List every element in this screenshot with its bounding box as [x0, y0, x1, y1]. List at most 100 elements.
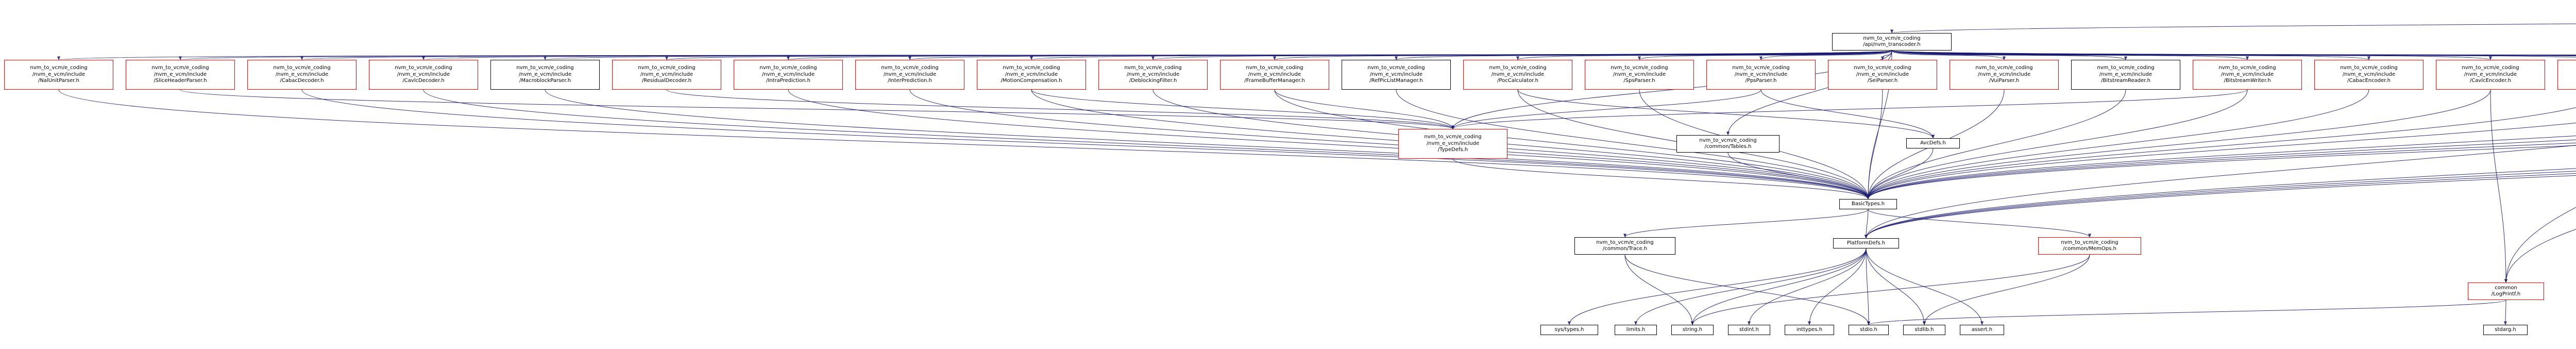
graph-node-main[interactable]: nvm_to_vcm/e_coding/api/nvm_transcoder.h — [1832, 33, 1952, 51]
node-label-line: /nvm_e_vcm/include — [2464, 71, 2517, 77]
graph-node-r09[interactable]: nvm_to_vcm/e_coding/nvm_e_vcm/include/Mo… — [977, 60, 1086, 90]
graph-node-r19[interactable]: nvm_to_vcm/e_coding/nvm_e_vcm/include/Bi… — [2193, 60, 2302, 90]
graph-node-b_stdlib[interactable]: stdlib.h — [1903, 325, 1945, 335]
include-edge — [1396, 89, 1870, 200]
graph-node-r05[interactable]: nvm_to_vcm/e_coding/nvm_e_vcm/include/Ma… — [490, 60, 600, 90]
graph-node-r18[interactable]: nvm_to_vcm/e_coding/nvm_e_vcm/include/Bi… — [2071, 60, 2180, 90]
node-label-line: /FrameBufferManager.h — [1244, 78, 1305, 84]
node-label-line: /nvm_e_vcm/include — [1856, 71, 1909, 77]
graph-node-typedefs[interactable]: nvm_to_vcm/e_coding/nvm_e_vcm/include/Ty… — [1398, 129, 1507, 159]
include-edge — [1867, 148, 1934, 200]
graph-node-r02[interactable]: nvm_to_vcm/e_coding/nvm_e_vcm/include/Sl… — [126, 60, 235, 90]
graph-node-r20[interactable]: nvm_to_vcm/e_coding/nvm_e_vcm/include/Ca… — [2314, 60, 2424, 90]
node-label-line: nvm_to_vcm/e_coding — [1489, 65, 1547, 71]
include-edge — [1452, 158, 1870, 200]
node-label-line: nvm_to_vcm/e_coding — [151, 65, 209, 71]
graph-node-b_limits[interactable]: limits.h — [1615, 325, 1657, 335]
include-edge — [1867, 139, 2576, 200]
node-label-line: nvm_to_vcm/e_coding — [1246, 65, 1303, 71]
include-edge — [1274, 89, 1454, 129]
include-edge — [1866, 248, 1926, 325]
graph-node-r17[interactable]: nvm_to_vcm/e_coding/nvm_e_vcm/include/Vu… — [1950, 60, 2059, 90]
node-label-line: nvm_to_vcm/e_coding — [1596, 239, 1654, 245]
node-label-line: nvm_to_vcm/e_coding — [516, 65, 574, 71]
graph-node-r10[interactable]: nvm_to_vcm/e_coding/nvm_e_vcm/include/De… — [1098, 60, 1208, 90]
graph-node-r13[interactable]: nvm_to_vcm/e_coding/nvm_e_vcm/include/Po… — [1463, 60, 1572, 90]
graph-node-r15[interactable]: nvm_to_vcm/e_coding/nvm_e_vcm/include/Pp… — [1706, 60, 1816, 90]
graph-node-r06[interactable]: nvm_to_vcm/e_coding/nvm_e_vcm/include/Re… — [612, 60, 721, 90]
node-label-line: nvm_to_vcm/e_coding — [1699, 137, 1757, 143]
graph-node-r11[interactable]: nvm_to_vcm/e_coding/nvm_e_vcm/include/Fr… — [1220, 60, 1329, 90]
node-label-line: /nvm_e_vcm/include — [518, 71, 572, 77]
graph-node-hub2[interactable]: PlatformDefs.h — [1833, 238, 1899, 248]
graph-node-b_stdint[interactable]: stdint.h — [1728, 325, 1770, 335]
include-edge — [1451, 89, 2248, 129]
include-edge — [1691, 248, 1867, 325]
include-edge — [1691, 254, 2090, 325]
node-label-line: AvcDefs.h — [1920, 140, 1946, 146]
graph-node-b_stdio[interactable]: stdio.h — [1849, 325, 1889, 335]
include-edge — [1865, 145, 2576, 239]
graph-node-r14[interactable]: nvm_to_vcm/e_coding/nvm_e_vcm/include/Sp… — [1585, 60, 1694, 90]
graph-node-r12[interactable]: nvm_to_vcm/e_coding/nvm_e_vcm/include/Re… — [1342, 60, 1451, 90]
include-edge — [1451, 89, 1761, 129]
include-edge — [1891, 50, 2576, 56]
include-edge — [545, 89, 1870, 200]
node-label-line: /DeblockingFilter.h — [1129, 78, 1177, 84]
node-label-line: /nvm_e_vcm/include — [761, 71, 815, 77]
graph-node-r07[interactable]: nvm_to_vcm/e_coding/nvm_e_vcm/include/In… — [734, 60, 843, 90]
include-edge — [1727, 152, 1870, 200]
include-edge — [1867, 136, 2576, 200]
graph-node-r22[interactable]: nvm_to_vcm/e_coding/nvm_e_vcm/include/Ra… — [2557, 60, 2576, 90]
node-label-line: /PocCalculator.h — [1497, 78, 1539, 84]
node-label-line: nvm_to_vcm/e_coding — [2462, 65, 2519, 71]
graph-node-r03[interactable]: nvm_to_vcm/e_coding/nvm_e_vcm/include/Ca… — [247, 60, 357, 90]
include-edge — [1867, 122, 2576, 200]
include-edge — [1865, 168, 2576, 239]
graph-node-avcdefs[interactable]: AvcDefs.h — [1906, 138, 1960, 148]
graph-node-trace[interactable]: nvm_to_vcm/e_coding/common/Trace.h — [1574, 237, 1675, 255]
node-label-line: nvm_to_vcm/e_coding — [2097, 65, 2155, 71]
graph-node-hub1[interactable]: BasicTypes.h — [1839, 199, 1897, 209]
graph-node-r21[interactable]: nvm_to_vcm/e_coding/nvm_e_vcm/include/Ca… — [2436, 60, 2545, 90]
node-label-line: nvm_to_vcm/e_coding — [759, 65, 817, 71]
graph-node-r08[interactable]: nvm_to_vcm/e_coding/nvm_e_vcm/include/In… — [855, 60, 964, 90]
node-label-line: /CavlcEncoder.h — [2469, 78, 2512, 84]
graph-node-b_string[interactable]: string.h — [1671, 325, 1714, 335]
include-edge — [1865, 209, 1869, 239]
node-label-line: nvm_to_vcm/e_coding — [1367, 65, 1425, 71]
node-label-line: /IntraPrediction.h — [766, 78, 810, 84]
node-label-line: common — [2495, 285, 2517, 291]
include-edge — [666, 89, 1454, 129]
graph-node-r04[interactable]: nvm_to_vcm/e_coding/nvm_e_vcm/include/Ca… — [369, 60, 478, 90]
graph-node-r01[interactable]: nvm_to_vcm/e_coding/nvm_e_vcm/include/Na… — [4, 60, 113, 90]
include-edge — [1867, 89, 2126, 200]
include-edge — [909, 89, 1870, 200]
node-label-line: /BitstreamReader.h — [2101, 78, 2150, 84]
graph-node-b_inttypes[interactable]: inttypes.h — [1785, 325, 1834, 335]
node-label-line: nvm_to_vcm/e_coding — [1854, 65, 1911, 71]
graph-node-logprintf[interactable]: common/LogPrintf.h — [2468, 282, 2544, 300]
node-label-line: /nvm_e_vcm/include — [1369, 71, 1423, 77]
node-label-line: nvm_to_vcm/e_coding — [881, 65, 939, 71]
graph-node-r16[interactable]: nvm_to_vcm/e_coding/nvm_e_vcm/include/Se… — [1828, 60, 1937, 90]
include-edge — [1891, 23, 2576, 34]
node-label-line: stdio.h — [1860, 326, 1877, 333]
node-label-line: nvm_to_vcm/e_coding — [395, 65, 452, 71]
node-label-line: /CabacEncoder.h — [2347, 78, 2391, 84]
node-label-line: /nvm_e_vcm/include — [1005, 71, 1058, 77]
node-label-line: nvm_to_vcm/e_coding — [1975, 65, 2033, 71]
graph-node-b_assert[interactable]: assert.h — [1960, 325, 2004, 335]
include-edge — [1760, 89, 1935, 139]
node-label-line: /SliceHeaderParser.h — [154, 78, 207, 84]
graph-node-b_stdarg[interactable]: stdarg.h — [2483, 325, 2528, 335]
graph-node-b_systypes[interactable]: sys/types.h — [1540, 325, 1598, 335]
node-label-line: /SpsParser.h — [1623, 78, 1655, 84]
graph-node-tables[interactable]: nvm_to_vcm/e_coding/common/Tables.h — [1676, 135, 1780, 153]
include-edge — [1274, 89, 1870, 200]
node-label-line: /RefPicListManager.h — [1369, 78, 1423, 84]
graph-node-memops[interactable]: nvm_to_vcm/e_coding/common/MemOps.h — [2038, 237, 2141, 255]
include-edge — [1867, 300, 2506, 325]
